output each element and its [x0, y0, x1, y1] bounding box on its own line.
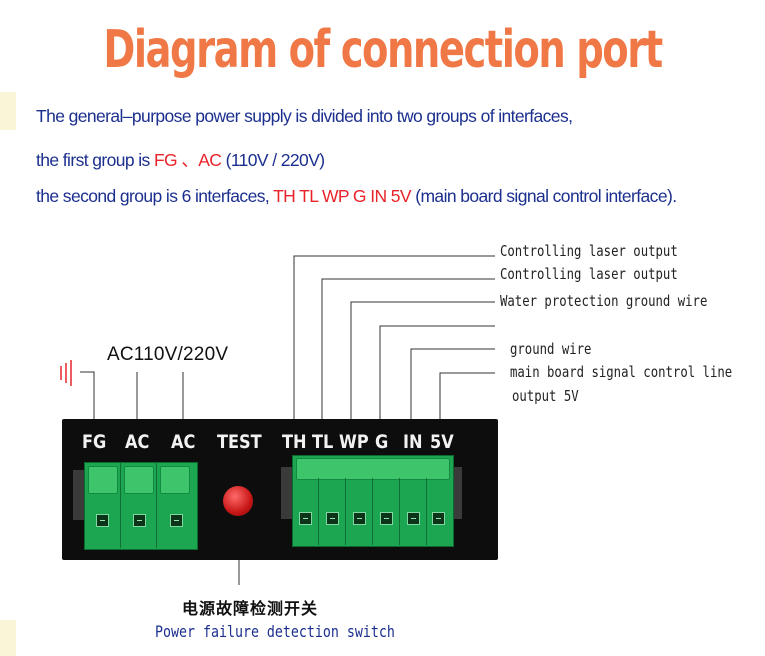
callout-5v: output 5V [512, 387, 579, 405]
leader-5v [439, 372, 495, 430]
terminal-divider [120, 462, 121, 548]
callout-wp: Water protection ground wire [500, 292, 708, 310]
test-button[interactable] [223, 486, 253, 516]
leader-fg [80, 371, 95, 430]
label-5v: 5V [430, 431, 454, 453]
label-fg: FG [82, 431, 107, 453]
label-th: TH [282, 431, 307, 453]
screw-slot-ac-2 [170, 514, 183, 527]
screw-slot-wp [353, 512, 366, 525]
screw-slot-ac-1 [133, 514, 146, 527]
callout-th: Controlling laser output [500, 242, 678, 260]
page-title: Diagram of connection port [103, 20, 663, 80]
terminal-ridge-ac-1 [124, 466, 154, 494]
intro-line-3-suffix: (main board signal control interface). [410, 186, 677, 206]
terminal-divider [372, 478, 373, 545]
label-ac-1: AC [125, 431, 150, 453]
intro-line-2: the first group is FG 、AC (110V / 220V) [36, 147, 325, 172]
terminal-divider [426, 478, 427, 545]
ground-symbol-icon [60, 360, 72, 386]
callout-in: main board signal control line [510, 363, 733, 381]
leader-wp [350, 301, 495, 430]
leader-th [293, 255, 495, 430]
left-accent-strip-bottom [0, 620, 16, 656]
intro-line-1-text: The general–purpose power supply is divi… [36, 106, 573, 126]
callout-tl: Controlling laser output [500, 265, 678, 283]
leader-in [410, 348, 495, 430]
label-test: TEST [217, 431, 262, 453]
label-in: IN [403, 431, 423, 453]
screw-slot-in [407, 512, 420, 525]
screw-slot-tl [326, 512, 339, 525]
terminal-divider [345, 478, 346, 545]
terminal-ridge-fg [88, 466, 118, 494]
caption-chinese: 电源故障检测开关 [182, 599, 319, 618]
terminal-ridge-ac-2 [160, 466, 190, 494]
terminal-mount-right [281, 467, 295, 519]
terminal-ridge-signal [296, 458, 450, 480]
callout-g: ground wire [510, 340, 592, 358]
label-g: G [375, 431, 389, 453]
leader-tl [321, 278, 495, 430]
label-ac-2: AC [171, 431, 196, 453]
intro-line-2-prefix: the first group is [36, 150, 154, 170]
ac-voltage-label: AC110V/220V [107, 344, 229, 365]
left-accent-strip [0, 92, 16, 130]
intro-line-2-highlight: FG 、AC [153, 150, 222, 170]
terminal-divider [399, 478, 400, 545]
terminal-divider [318, 478, 319, 545]
screw-slot-g [380, 512, 393, 525]
intro-line-3-prefix: the second group is 6 interfaces, [36, 186, 274, 206]
screw-slot-fg [96, 514, 109, 527]
screw-slot-th [299, 512, 312, 525]
label-wp: WP [339, 431, 369, 453]
terminal-mount-left [73, 470, 85, 520]
screw-slot-5v [432, 512, 445, 525]
caption-english: Power failure detection switch [155, 622, 395, 641]
label-tl: TL [312, 431, 334, 453]
intro-line-2-suffix: (110V / 220V) [221, 150, 326, 170]
intro-line-1: The general–purpose power supply is divi… [36, 106, 573, 127]
leader-g [379, 325, 495, 430]
intro-line-3-highlight: TH TL WP G IN 5V [273, 186, 411, 206]
terminal-divider [156, 462, 157, 548]
intro-line-3: the second group is 6 interfaces, TH TL … [36, 186, 677, 207]
